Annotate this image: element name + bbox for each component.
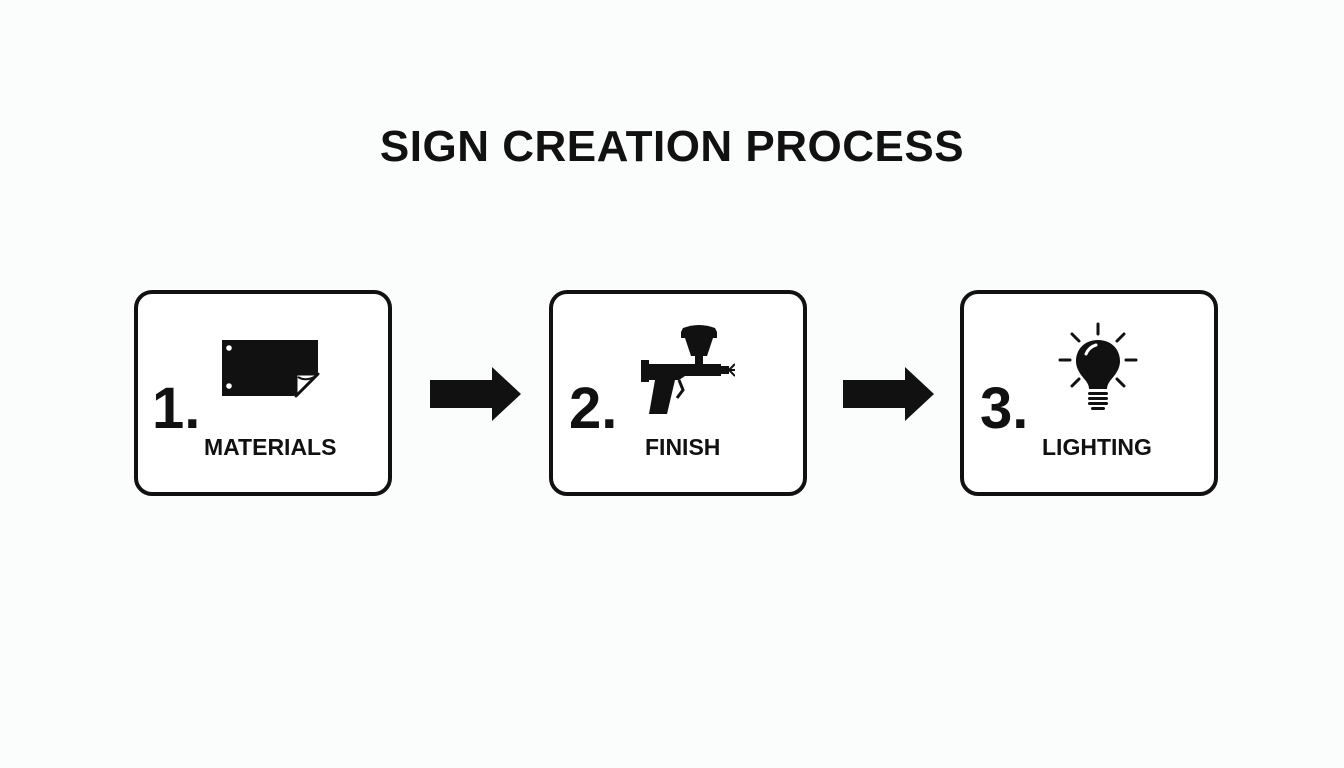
step-label: MATERIALS	[204, 434, 337, 460]
step-label: LIGHTING	[1042, 434, 1152, 460]
step-card-materials: 1. MATERIALS	[134, 290, 392, 496]
arrow-right-icon	[843, 367, 934, 421]
step-card-finish: 2. FINISH	[549, 290, 807, 496]
step-number: 2.	[569, 376, 618, 441]
arrow-right-icon	[430, 367, 521, 421]
step-number: 3.	[980, 376, 1029, 441]
step-label: FINISH	[645, 434, 721, 460]
sign-panel-icon	[222, 340, 320, 398]
spray-gun-icon	[641, 325, 735, 414]
diagram-title: SIGN CREATION PROCESS	[379, 122, 965, 171]
step-number: 1.	[152, 376, 201, 441]
step-card-lighting: 3. LIGHTING	[960, 290, 1218, 496]
light-bulb-icon	[1058, 322, 1138, 410]
